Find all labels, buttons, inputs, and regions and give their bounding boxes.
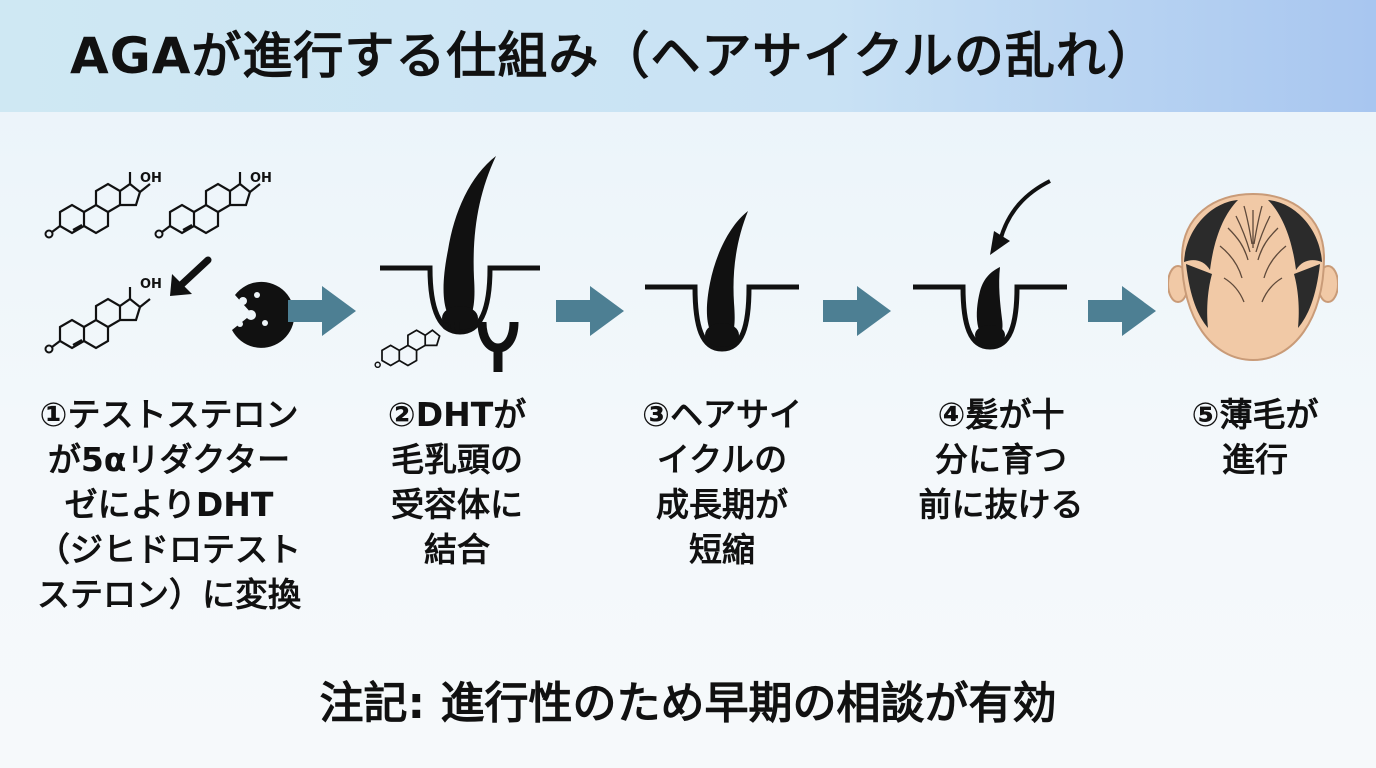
stage-1-line: ステロン）に変換	[37, 575, 301, 614]
right-arrow-icon	[1088, 286, 1156, 336]
stage-2-label: ②DHTが 毛乳頭の 受容体に 結合	[352, 392, 562, 572]
svg-text:OH: OH	[140, 277, 162, 292]
stage-2-line: 受容体に	[391, 485, 523, 524]
steroid-molecule-enzyme-icon: OH OH OH	[44, 170, 295, 354]
stage-1-line: が5αリダクター	[47, 440, 291, 479]
stage-1-line: ①テストステロン	[39, 395, 299, 434]
stage-2-line: 結合	[424, 530, 490, 569]
right-arrow-icon	[556, 286, 624, 336]
hair-follicle-receptor-icon: OH	[374, 156, 540, 372]
stage-4-line: ④髪が十	[937, 395, 1065, 434]
hair-falling-out-icon	[913, 179, 1067, 350]
stage-5-label: ⑤薄毛が 進行	[1150, 392, 1360, 482]
stage-4-label: ④髪が十 分に育つ 前に抜ける	[876, 392, 1126, 527]
thinning-hair-head-icon	[1168, 192, 1338, 362]
right-arrow-icon	[823, 286, 891, 336]
stage-3-line: ③ヘアサイ	[642, 395, 802, 434]
stage-3-label: ③ヘアサイ イクルの 成長期が 短縮	[604, 392, 840, 572]
stage-2-line: 毛乳頭の	[391, 440, 523, 479]
stage-1-label: ①テストステロン が5αリダクター ゼによりDHT （ジヒドロテスト ステロン）…	[14, 392, 324, 617]
svg-text:OH: OH	[250, 171, 272, 186]
right-arrow-icon	[288, 286, 356, 336]
title-banner: AGAが進行する仕組み（ヘアサイクルの乱れ）	[0, 0, 1376, 112]
stage-1-line: ゼによりDHT	[64, 485, 274, 524]
stage-5-line: 進行	[1222, 440, 1288, 479]
page-title: AGAが進行する仕組み（ヘアサイクルの乱れ）	[70, 27, 1158, 85]
molecule-oh-label: OH	[140, 171, 162, 186]
stage-4-line: 前に抜ける	[918, 485, 1084, 524]
shortened-hair-icon	[645, 211, 799, 352]
stage-5-line: ⑤薄毛が	[1191, 395, 1319, 434]
stage-3-line: イクルの	[656, 440, 788, 479]
stage-3-line: 短縮	[689, 530, 755, 569]
stage-1-line: （ジヒドロテスト	[37, 530, 301, 569]
svg-text:OH: OH	[442, 320, 461, 333]
footnote: 注記: 進行性のため早期の相談が有効	[319, 678, 1057, 729]
stage-3-line: 成長期が	[656, 485, 788, 524]
stage-4-line: 分に育つ	[935, 440, 1067, 479]
stage-2-line: ②DHTが	[387, 395, 527, 434]
